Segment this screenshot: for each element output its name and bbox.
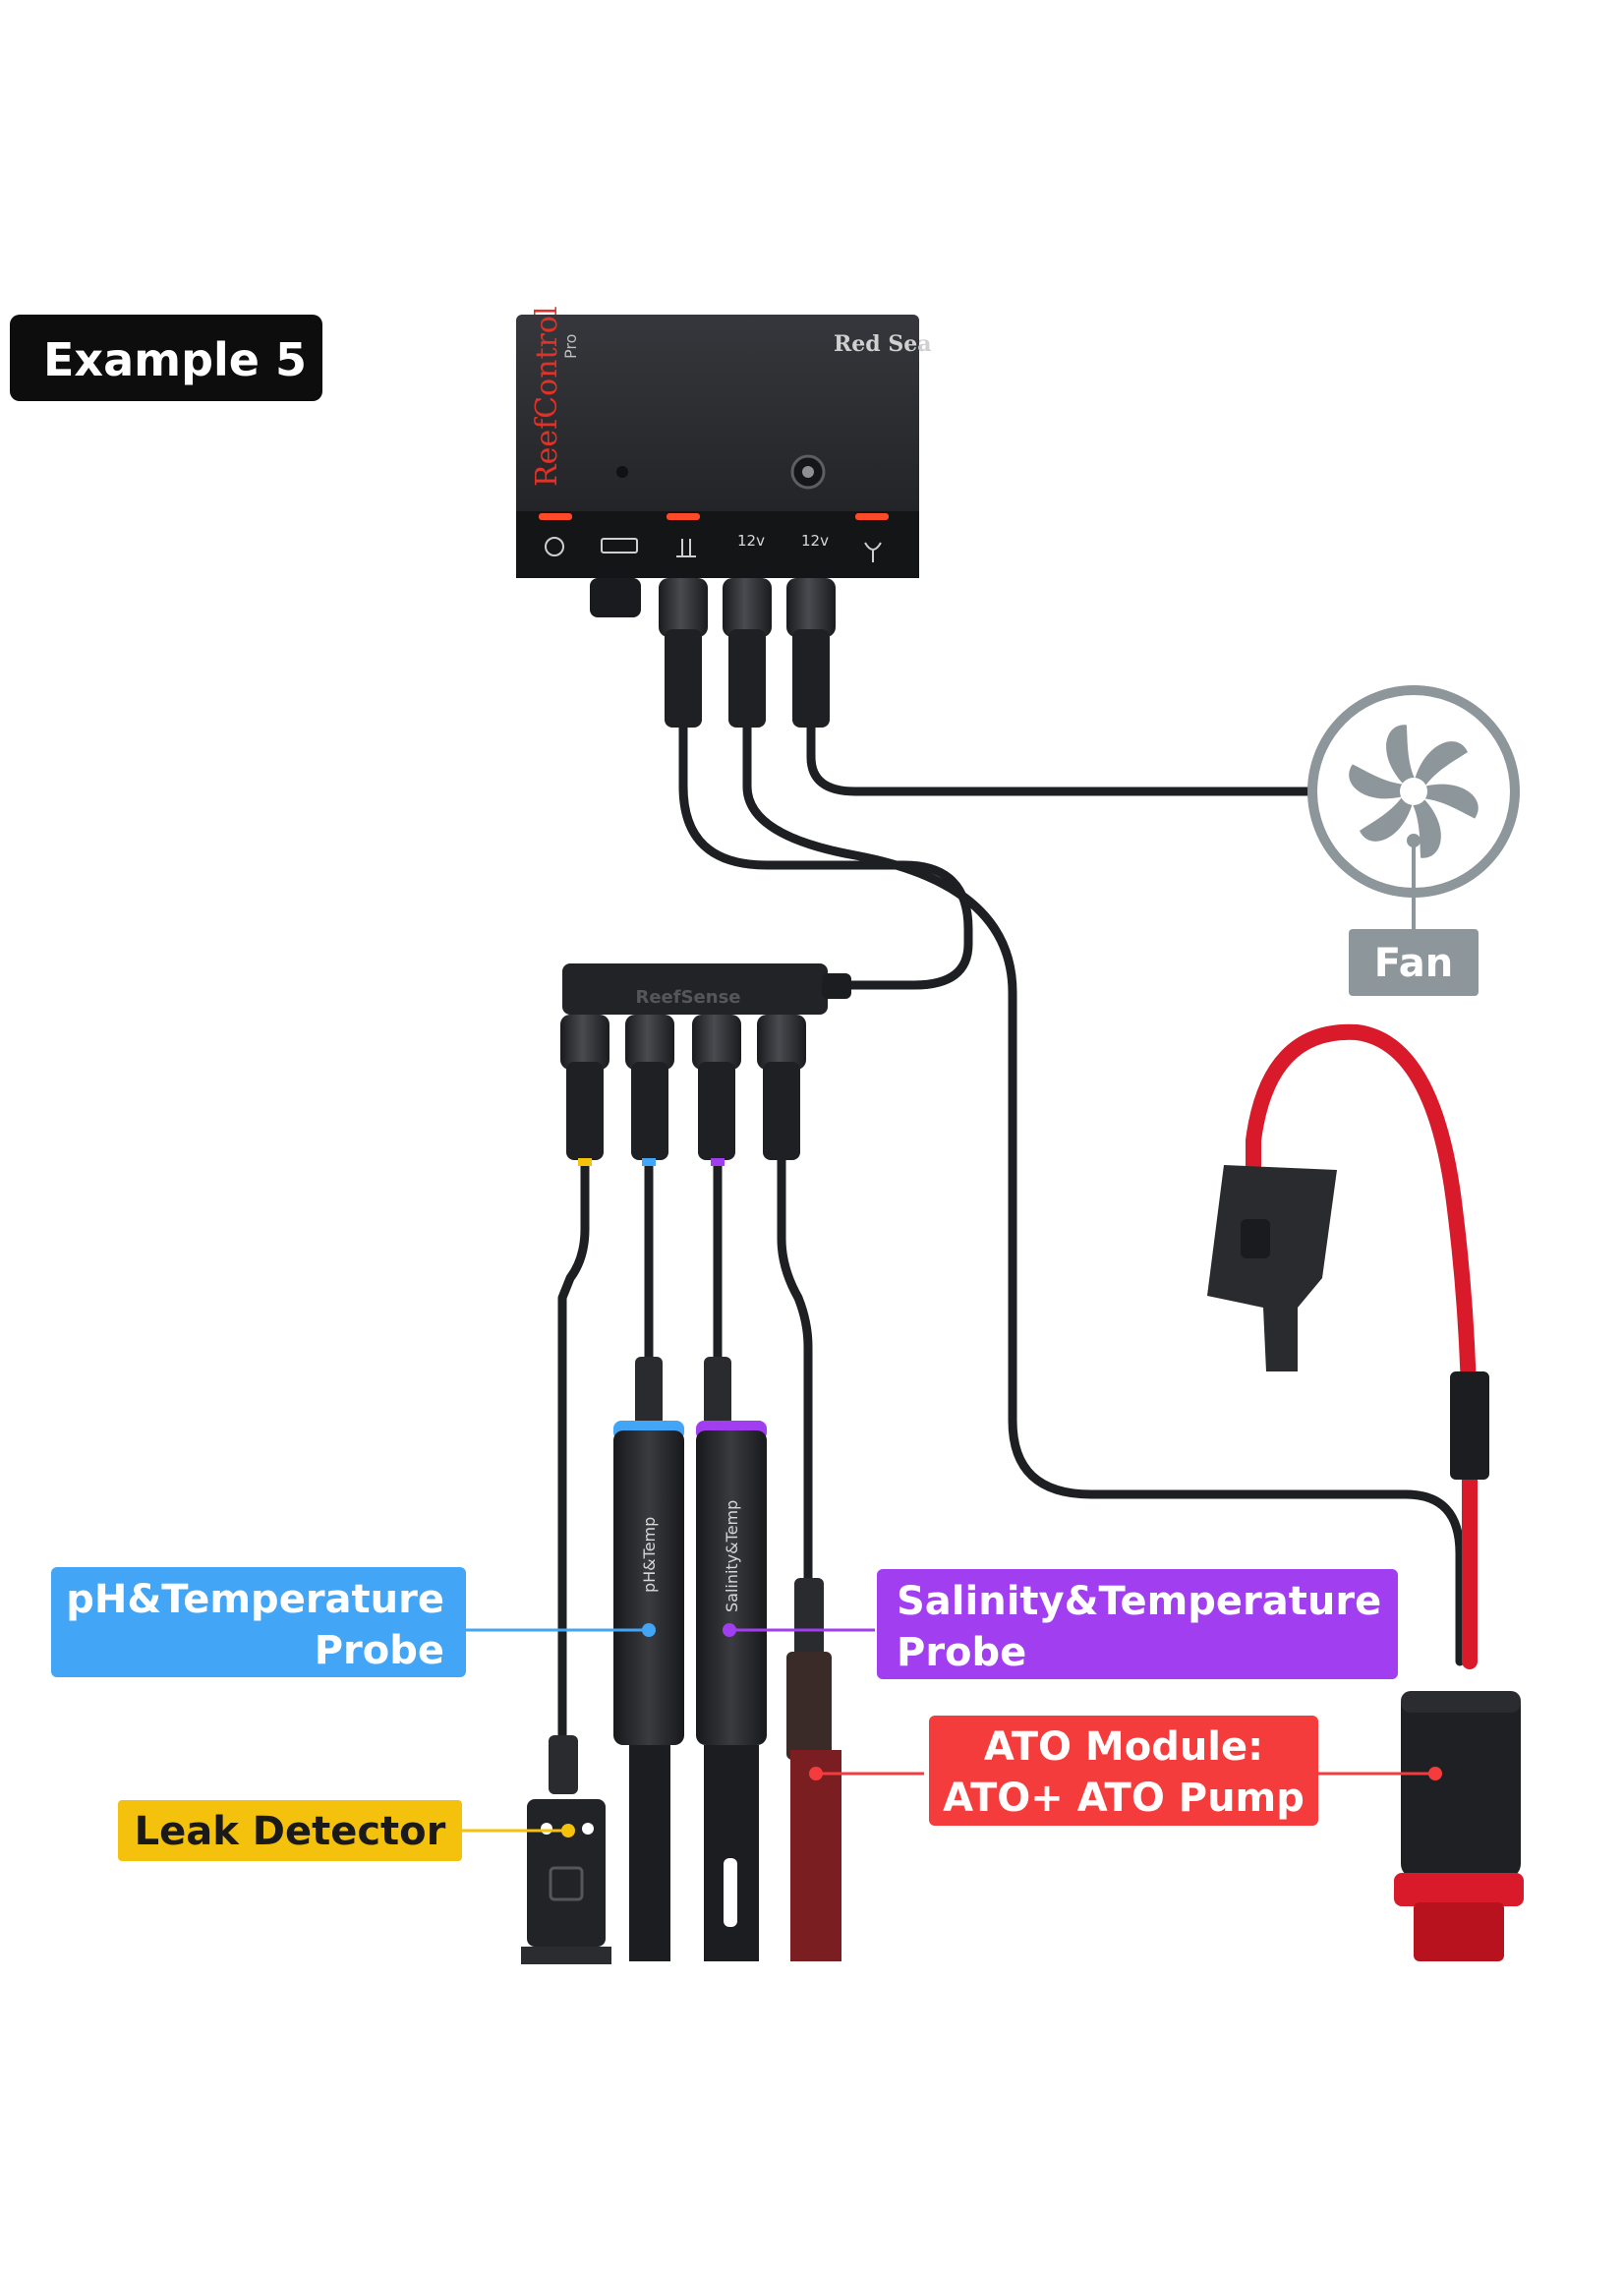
ph-probe: pH&Temp	[613, 1357, 684, 1961]
ph-callout-line2: Probe	[315, 1628, 444, 1673]
leak-detector	[521, 1735, 611, 1964]
hub-label: ReefSense	[635, 987, 740, 1008]
cable-hub-to-ato-sensor	[777, 1155, 813, 1583]
port-label-12v-1: 12v	[737, 532, 765, 550]
ato-callout-line2: ATO+ ATO Pump	[943, 1776, 1305, 1821]
gear-icon	[545, 537, 564, 556]
tube-clip	[1207, 1165, 1337, 1371]
ato-pump	[1207, 1023, 1524, 1961]
fan-label: Fan	[1349, 929, 1479, 996]
reefsense-hub: ReefSense	[560, 963, 851, 1166]
ato-sensor	[786, 1578, 841, 1961]
ato-callout: ATO Module: ATO+ ATO Pump	[929, 1716, 1318, 1826]
salinity-callout-line1: Salinity&Temperature	[897, 1579, 1381, 1624]
salinity-probe: Salinity&Temp	[696, 1357, 767, 1961]
salinity-callout: Salinity&Temperature Probe	[877, 1569, 1398, 1679]
ato-callout-line1: ATO Module:	[984, 1724, 1263, 1770]
ato-tube	[1246, 1023, 1478, 1669]
example-badge: Example 5	[10, 315, 322, 401]
port-label-12v-2: 12v	[801, 532, 829, 550]
network-connector	[590, 578, 641, 617]
cable-controller-to-ato	[742, 718, 1465, 1666]
port-icons	[545, 537, 696, 557]
controller-maker: Red Sea	[834, 331, 931, 357]
cables	[557, 718, 1465, 1740]
callout-leaders	[460, 1623, 1442, 1837]
reefcontrol-controller: ReefControl Pro Red Sea 12v 12v	[516, 306, 931, 728]
cable-controller-to-fan	[806, 718, 1317, 796]
cable-controller-to-hub	[678, 718, 973, 990]
fan-label-text: Fan	[1374, 941, 1453, 986]
network-port-icon	[601, 538, 638, 554]
leak-callout-text: Leak Detector	[135, 1809, 446, 1854]
example-badge-text: Example 5	[43, 333, 307, 386]
salinity-callout-line2: Probe	[897, 1630, 1026, 1675]
fan-icon	[1307, 685, 1520, 929]
heater-icon	[676, 539, 696, 557]
leak-callout: Leak Detector	[118, 1800, 462, 1861]
ph-probe-label: pH&Temp	[640, 1517, 659, 1593]
indicator-hole	[616, 466, 628, 478]
hub-connectors	[560, 1015, 806, 1160]
ph-callout: pH&Temperature Probe	[51, 1567, 466, 1677]
ph-callout-line1: pH&Temperature	[66, 1577, 444, 1622]
cable-hub-to-leak	[557, 1155, 590, 1740]
controller-brand-suffix: Pro	[561, 334, 580, 359]
controller-brand: ReefControl	[530, 306, 564, 487]
power-socket-icon	[864, 542, 882, 562]
salinity-probe-label: Salinity&Temp	[723, 1500, 741, 1612]
controller-connectors	[659, 578, 836, 728]
